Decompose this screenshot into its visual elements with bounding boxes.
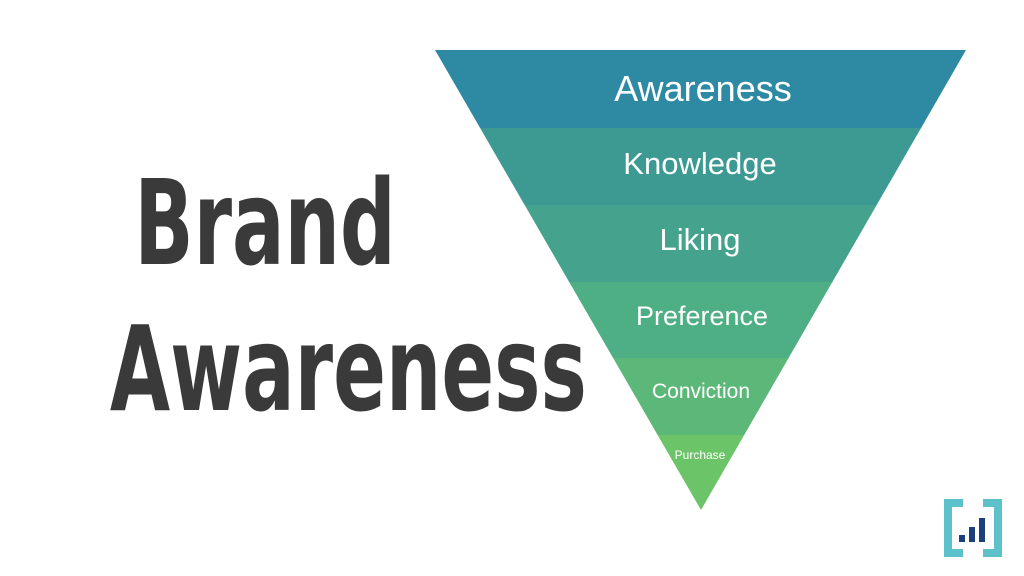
funnel-stage-knowledge bbox=[435, 128, 966, 205]
funnel-label-conviction: Conviction bbox=[652, 380, 750, 403]
funnel-stage-purchase bbox=[435, 435, 966, 510]
logo-bar-tall bbox=[979, 518, 985, 542]
funnel-stage-awareness bbox=[435, 50, 966, 128]
logo-bar-short bbox=[959, 535, 965, 542]
logo-left-bracket bbox=[944, 499, 963, 557]
bar-chart-bracket-logo-icon bbox=[944, 499, 1002, 557]
funnel-label-awareness: Awareness bbox=[614, 68, 791, 109]
funnel-label-knowledge: Knowledge bbox=[623, 146, 776, 181]
funnel-label-purchase: Purchase bbox=[675, 448, 726, 462]
headline-line-1: Brand bbox=[134, 154, 396, 292]
funnel-label-preference: Preference bbox=[636, 301, 768, 331]
logo-bar-medium bbox=[969, 527, 975, 542]
logo-right-bracket bbox=[983, 499, 1002, 557]
funnel-label-liking: Liking bbox=[660, 222, 741, 257]
